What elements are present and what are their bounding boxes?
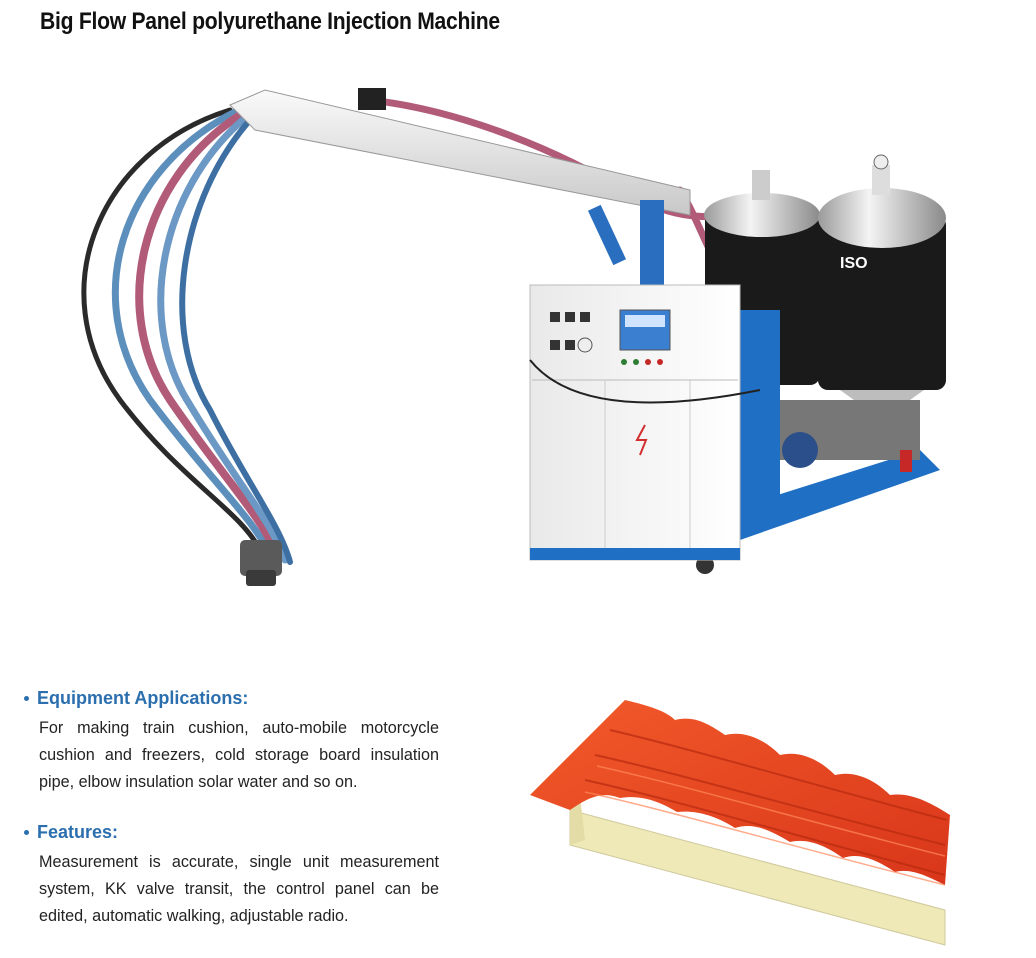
page-title: Big Flow Panel polyurethane Injection Ma… <box>40 8 500 35</box>
mixing-head <box>240 540 282 586</box>
tank-iso: ISO <box>818 154 946 420</box>
bullet-icon <box>24 830 29 835</box>
section-features: Features: Measurement is accurate, singl… <box>24 822 464 930</box>
injection-machine-image: ISO <box>81 88 946 586</box>
section-equipment-applications: Equipment Applications: For making train… <box>24 688 464 796</box>
section-body: Measurement is accurate, single unit mea… <box>39 853 439 925</box>
boom-arm <box>229 88 691 290</box>
tank-iso-label: ISO <box>840 255 868 272</box>
electric-hazard-icon <box>635 424 648 456</box>
bullet-icon <box>24 696 29 701</box>
section-heading: Features: <box>37 822 119 842</box>
section-body: For making train cushion, auto-mobile mo… <box>39 719 439 791</box>
section-heading: Equipment Applications: <box>37 688 249 708</box>
control-cabinet <box>529 284 761 561</box>
roof-panel-image <box>530 700 950 946</box>
